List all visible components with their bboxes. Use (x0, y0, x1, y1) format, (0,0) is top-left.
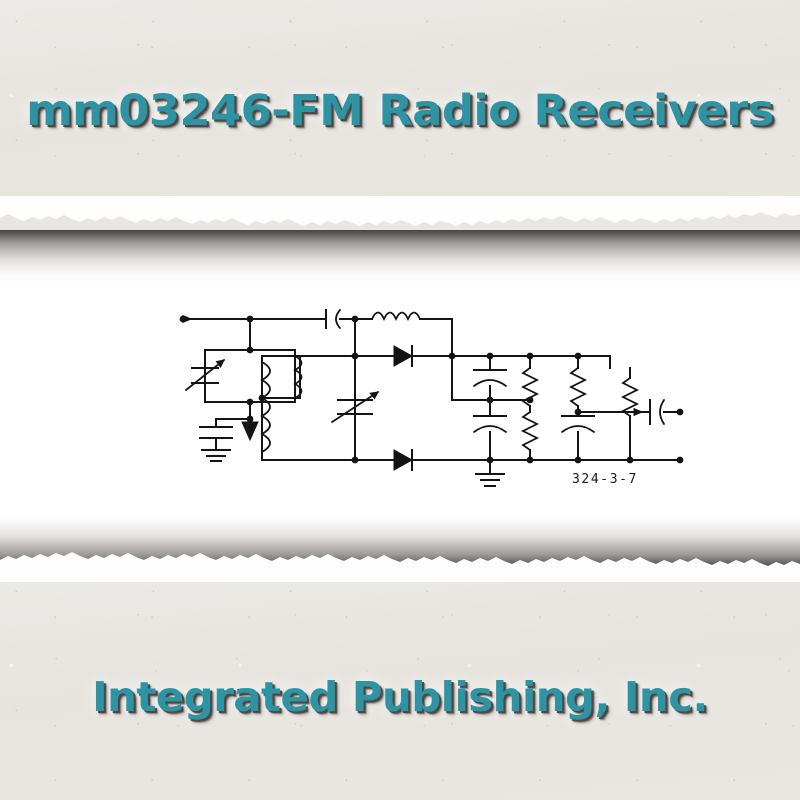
circuit-schematic (150, 288, 690, 503)
page-title: mm03246-FM Radio Receivers (26, 86, 774, 136)
paper-band-bottom (0, 570, 800, 800)
figure-number-label: 324-3-7 (572, 472, 638, 487)
paper-band-top (0, 0, 800, 230)
publisher-footer: Integrated Publishing, Inc. (92, 673, 708, 721)
